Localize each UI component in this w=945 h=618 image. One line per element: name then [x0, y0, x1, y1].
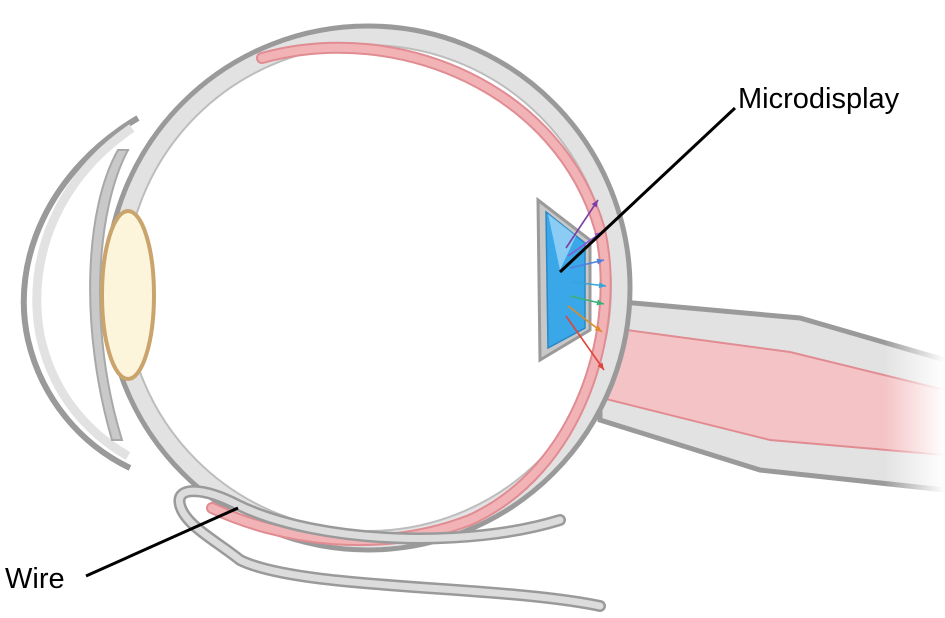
microdisplay-label: Microdisplay [738, 83, 900, 115]
light-ray-arrowhead [597, 362, 604, 370]
light-ray-arrowhead [596, 299, 604, 306]
optic-nerve [589, 290, 945, 500]
cornea [20, 115, 140, 471]
microdisplay-implant [536, 196, 592, 363]
light-ray [567, 305, 603, 333]
light-rays [565, 199, 607, 371]
light-ray-arrowhead [591, 200, 598, 208]
light-ray-arrowhead [596, 258, 604, 265]
light-ray-arrowhead [598, 282, 606, 289]
light-ray [565, 315, 605, 371]
lens [100, 209, 156, 381]
iris [89, 149, 130, 441]
wire-leader-line [85, 506, 239, 578]
light-ray-arrowhead [594, 325, 602, 332]
wire-label: Wire [5, 563, 65, 595]
light-ray [565, 199, 599, 249]
microdisplay-leader-line [558, 106, 737, 274]
